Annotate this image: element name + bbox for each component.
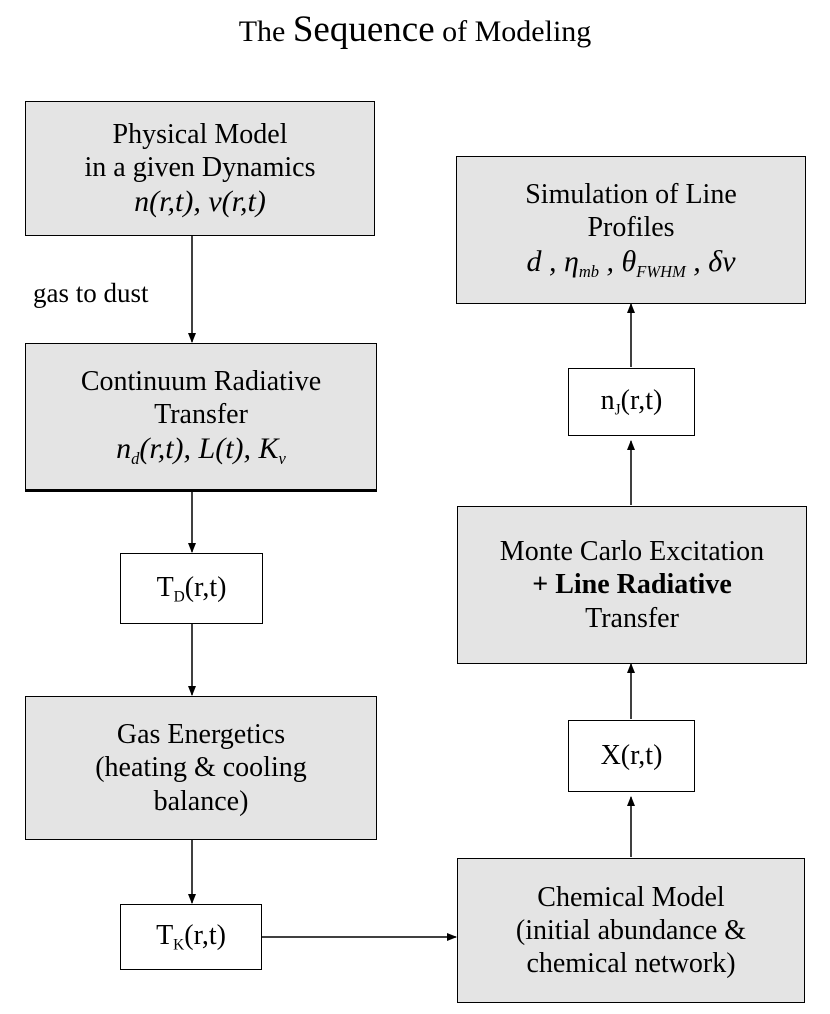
continuum-radiative-transfer-box: Continuum Radiative Transfer nd(r,t), L(… — [25, 343, 377, 492]
x-box: X(r,t) — [568, 720, 695, 792]
gas-energetics-line2: (heating & cooling — [95, 752, 307, 784]
monte-line1: Monte Carlo Excitation — [499, 536, 765, 568]
chemical-line2: (initial abundance & — [515, 914, 747, 946]
simulation-line1: Simulation of Line — [525, 179, 737, 211]
chemical-line3: chemical network) — [526, 948, 736, 980]
physical-model-box: Physical Model in a given Dynamics n(r,t… — [25, 101, 375, 236]
physical-model-line2: in a given Dynamics — [84, 151, 316, 183]
gas-energetics-line1: Gas Energetics — [116, 719, 286, 751]
x-text: X(r,t) — [600, 740, 663, 772]
chemical-line1: Chemical Model — [537, 881, 725, 913]
simulation-math: d , ηmb , θFWHM , δν — [526, 245, 736, 282]
nj-box: nJ(r,t) — [568, 368, 695, 436]
simulation-line2: Profiles — [587, 212, 675, 244]
monte-line3: Transfer — [585, 602, 679, 634]
nj-text: nJ(r,t) — [600, 385, 663, 419]
td-text: TD(r,t) — [156, 571, 227, 606]
tk-box: TK(r,t) — [120, 904, 262, 970]
chemical-model-box: Chemical Model (initial abundance & chem… — [457, 858, 805, 1003]
continuum-line2: Transfer — [154, 398, 248, 430]
gas-to-dust-label: gas to dust — [33, 278, 149, 308]
monte-line2: + Line Radiative — [532, 569, 732, 601]
gas-energetics-box: Gas Energetics (heating & cooling balanc… — [25, 696, 377, 840]
tk-text: TK(r,t) — [156, 920, 226, 954]
continuum-math: nd(r,t), L(t), Kν — [116, 431, 286, 468]
physical-model-line1: Physical Model — [112, 118, 288, 150]
continuum-line1: Continuum Radiative — [80, 365, 322, 397]
simulation-box: Simulation of Line Profiles d , ηmb , θF… — [456, 156, 806, 304]
td-box: TD(r,t) — [120, 553, 263, 624]
diagram-title: The Sequence of Modeling — [238, 9, 592, 50]
monte-carlo-box: Monte Carlo Excitation + Line Radiative … — [457, 506, 807, 664]
physical-model-math: n(r,t), v(r,t) — [134, 184, 266, 218]
gas-energetics-line3: balance) — [153, 785, 249, 817]
